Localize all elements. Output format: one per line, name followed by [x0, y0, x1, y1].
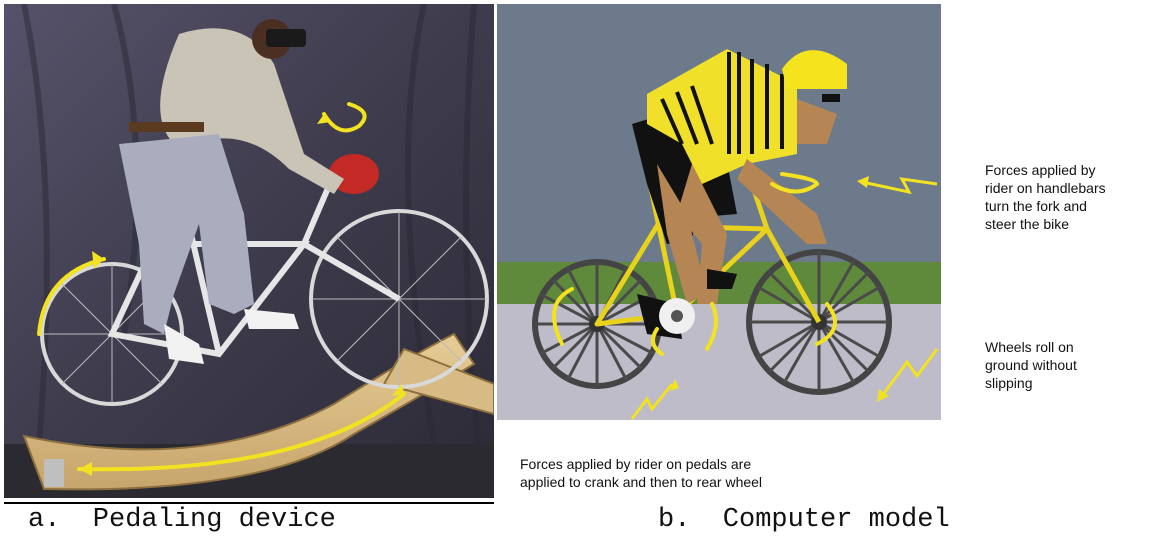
pedaling-device-photo — [4, 4, 494, 498]
caption-panel-a: a. Pedaling device — [28, 505, 336, 535]
wheels-rolling-annotation: Wheels roll on ground without slipping — [985, 338, 1145, 392]
caption-rule — [4, 502, 494, 504]
pedal-force-annotation: Forces applied by rider on pedals are ap… — [520, 455, 880, 491]
caption-panel-b: b. Computer model — [658, 505, 950, 535]
handlebar-force-annotation: Forces applied by rider on handlebars tu… — [985, 161, 1155, 233]
computer-model-illustration — [497, 4, 941, 420]
